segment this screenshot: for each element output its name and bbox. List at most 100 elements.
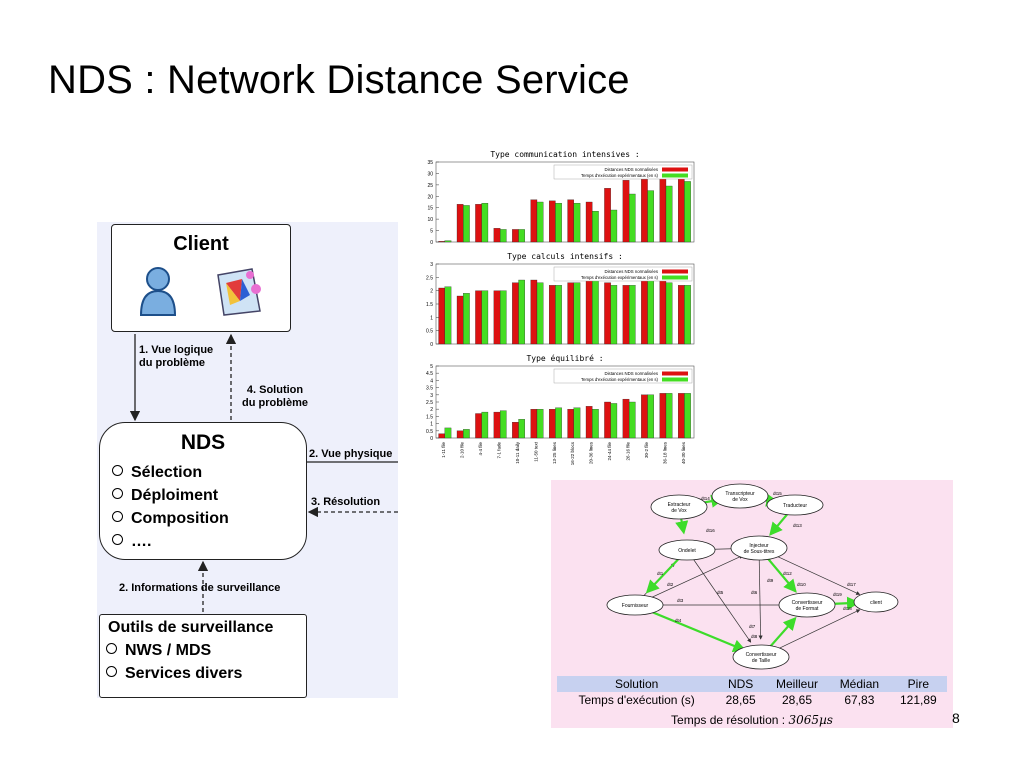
table-header: Pire (889, 676, 947, 692)
graph-node-label: de Vox (732, 497, 748, 503)
nds-list-item: …. (112, 530, 229, 553)
bar (456, 430, 464, 439)
table-header: Solution (557, 676, 717, 692)
nds-list-item: Sélection (112, 461, 229, 484)
graph-edge (634, 555, 744, 606)
bar (610, 403, 618, 439)
graph-node-label: Convertisseur (746, 652, 777, 658)
bullet-circle-icon (106, 666, 117, 677)
edge-label: dt4 (675, 618, 682, 623)
bar (555, 202, 562, 243)
legend-box (553, 368, 693, 384)
bar (641, 178, 648, 243)
chart-title: Type communication intensives : (490, 150, 639, 159)
legend-swatch (662, 371, 688, 376)
y-tick-label: 15 (427, 206, 433, 212)
x-tick-label: 2-10 file (460, 442, 465, 459)
tools-list: NWS / MDS Services divers (106, 639, 242, 685)
edge-label: dt16 (706, 528, 715, 533)
y-tick-label: 4 (430, 378, 433, 384)
bar (592, 279, 599, 345)
y-tick-label: 25 (427, 183, 433, 189)
y-tick-label: 2 (430, 407, 433, 413)
edge-label: dt8 (751, 634, 758, 639)
legend-swatch (662, 173, 688, 178)
edge-label: dt7 (749, 624, 756, 629)
graph-node-label: Fournisseur (622, 603, 649, 609)
bullet-circle-icon (106, 643, 117, 654)
bar (604, 401, 611, 439)
y-tick-label: 3 (430, 393, 433, 399)
bar (536, 201, 544, 243)
bar (475, 413, 482, 439)
bar (549, 285, 556, 345)
resolution-time: Temps de résolution : 3065µs (551, 713, 953, 727)
bar (555, 285, 562, 345)
bar (463, 205, 470, 243)
bar (549, 409, 556, 439)
bar (567, 199, 574, 243)
x-tick-label: 11-50 text (533, 441, 538, 461)
graph-node (650, 494, 708, 520)
bar (481, 411, 489, 439)
table-header: Meilleur (764, 676, 830, 692)
edge-label: dt15 (773, 491, 782, 496)
graph-node (658, 539, 716, 561)
bar (684, 181, 691, 243)
bar (567, 282, 574, 345)
bar (456, 295, 464, 345)
y-tick-label: 1.5 (426, 302, 433, 308)
bar (549, 200, 556, 243)
bar (518, 279, 525, 345)
bar (684, 285, 691, 345)
bar (555, 407, 562, 439)
bar (536, 282, 544, 345)
bar (641, 394, 648, 439)
table-cell: 121,89 (900, 693, 937, 707)
graph-node-label: Injecteur (749, 543, 769, 549)
tools-box: Outils de surveillance NWS / MDS Service… (99, 614, 307, 698)
bar (665, 185, 673, 243)
legend-box (553, 266, 693, 282)
bar (438, 433, 445, 439)
y-tick-label: 1 (430, 315, 433, 321)
bar (481, 202, 489, 243)
bullet-circle-icon (112, 534, 123, 545)
bar (438, 287, 445, 345)
bar (665, 393, 673, 439)
bar (647, 279, 654, 345)
y-tick-label: 0 (430, 436, 433, 442)
graph-node-label: Ondelet (678, 548, 696, 554)
bar (678, 393, 685, 439)
bar (518, 419, 525, 439)
edge-label: dt2 (667, 582, 674, 587)
bar (604, 282, 611, 345)
legend-label: Temps d'exécution expérimentaux (en s) (581, 275, 659, 280)
bar-chart: Type calculs intensifs :00.511.522.53Dis… (426, 252, 695, 348)
bar (481, 290, 489, 345)
legend-label: Distances NDS normalisées (605, 167, 659, 172)
y-tick-label: 2 (430, 289, 433, 295)
results-table: Solution NDS Meilleur Médian Pire Temps … (557, 676, 947, 708)
legend-swatch (662, 269, 688, 274)
bar (585, 201, 593, 243)
y-tick-label: 5 (430, 229, 433, 235)
chart-title: Type équilibré : (526, 353, 603, 363)
bar (518, 229, 525, 243)
edge-label: dt5 (717, 590, 724, 595)
bullet-circle-icon (112, 465, 123, 476)
bar (585, 279, 593, 345)
bar (592, 210, 599, 243)
bar (628, 193, 636, 243)
x-tick-label: 36-18 lines (662, 441, 667, 464)
bar (678, 175, 685, 243)
bullet-circle-icon (112, 488, 123, 499)
bar (659, 279, 667, 345)
x-tick-label: 13-25 lines (552, 441, 557, 464)
edge-label: dt9 (767, 578, 774, 583)
y-tick-label: 0 (430, 240, 433, 246)
bar (592, 409, 599, 439)
